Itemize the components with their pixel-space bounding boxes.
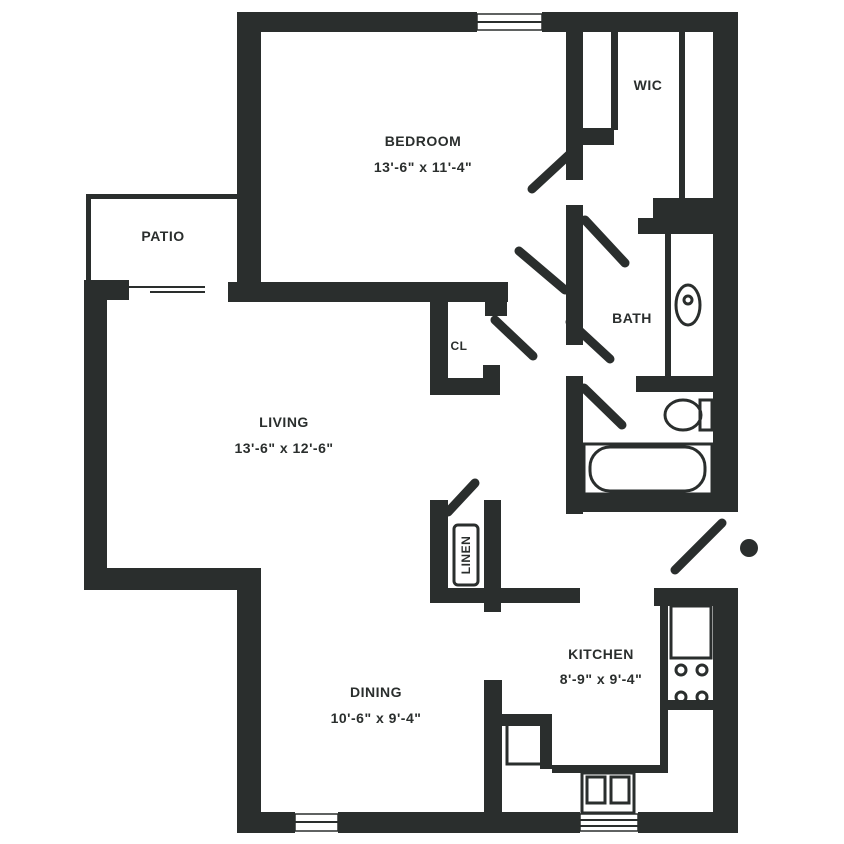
refrigerator-icon <box>669 604 713 660</box>
room-name-wic: WIC <box>634 77 663 93</box>
wic-door <box>514 246 570 295</box>
range-icon <box>674 663 688 677</box>
fixtures <box>452 283 758 815</box>
tub-door <box>579 383 627 430</box>
room-name-closet: CL <box>451 339 468 353</box>
entry-marker <box>740 539 758 557</box>
room-name-dining: DINING <box>350 684 402 700</box>
sink-icon <box>674 283 702 327</box>
entry-door <box>670 518 727 575</box>
room-dim-kitchen: 8'-9" x 9'-4" <box>560 671 642 687</box>
linen-door <box>443 478 480 517</box>
windows <box>129 13 639 832</box>
room-name-living: LIVING <box>259 414 309 430</box>
patio-outline <box>86 194 237 282</box>
doors <box>443 147 727 575</box>
room-dim-bedroom: 13'-6" x 11'-4" <box>374 159 472 175</box>
room-name-linen: LINEN <box>459 536 473 575</box>
room-name-kitchen: KITCHEN <box>568 646 634 662</box>
room-name-patio: PATIO <box>141 228 184 244</box>
walls <box>84 12 738 833</box>
toilet-icon <box>663 398 703 432</box>
room-name-bedroom: BEDROOM <box>385 133 462 149</box>
bathtub-icon <box>582 442 714 496</box>
bath-door-2 <box>565 317 615 364</box>
room-labels: BEDROOM 13'-6" x 11'-4" LIVING 13'-6" x … <box>141 77 663 726</box>
closet-door <box>490 315 538 361</box>
bath-door <box>580 215 630 268</box>
bedroom-door <box>527 147 577 194</box>
room-dim-living: 13'-6" x 12'-6" <box>234 440 333 456</box>
double-sink-icon <box>580 771 636 815</box>
washer-dryer-icon <box>452 523 480 587</box>
room-dim-dining: 10'-6" x 9'-4" <box>331 710 422 726</box>
room-name-bath: BATH <box>612 310 652 326</box>
